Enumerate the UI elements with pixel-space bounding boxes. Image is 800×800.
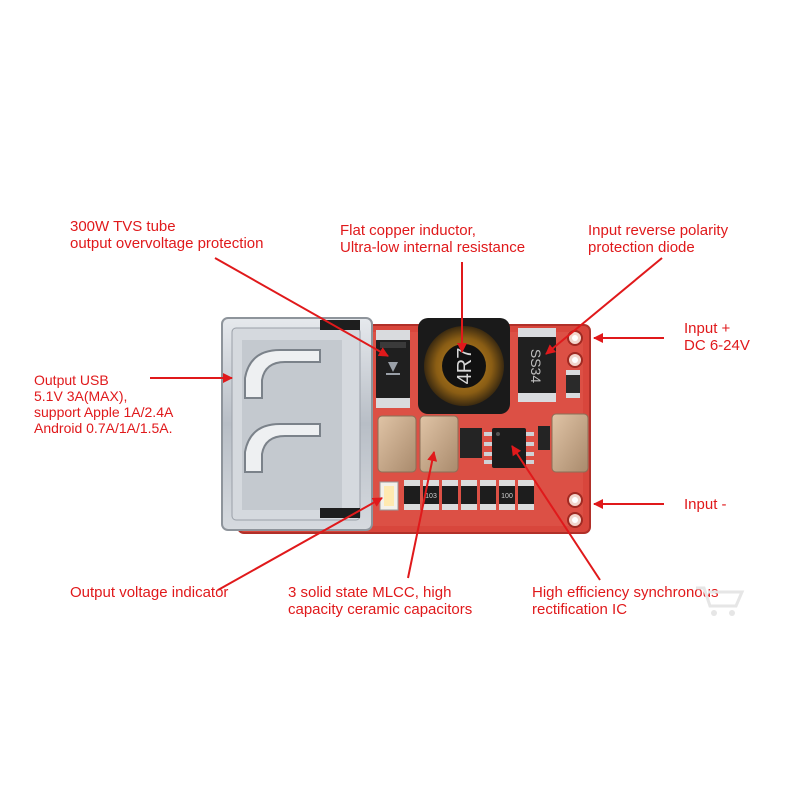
smd-pad [461,480,477,486]
label-input-neg: Input - [684,496,727,513]
arrow-tvs [214,257,389,357]
label-usb-line1: Output USB [34,372,109,388]
smd-pad [499,504,515,510]
shopping-cart-icon [696,586,745,616]
label-diode-line2: protection diode [588,239,695,256]
smd-resistor [404,480,420,510]
label-mlcc: 3 solid state MLCC, high capacity cerami… [288,584,472,618]
sync-rectifier-ic [484,428,534,468]
smd-code: 100 [501,493,513,500]
smd-resistor [518,480,534,510]
smd-pad [404,504,420,510]
smd-pad [480,480,496,486]
usb-port [221,317,373,531]
label-ic: High efficiency synchronous rectificatio… [532,584,719,618]
smd-resistor [499,480,515,510]
label-input-pos-line1: Input + [684,320,731,337]
label-usb-line3: support Apple 1A/2.4A [34,404,174,420]
smd-pad [423,504,439,510]
smd-resistor [480,480,496,510]
label-mlcc-line1: 3 solid state MLCC, high [288,584,452,601]
smd-resistor [442,480,458,510]
label-inductor: Flat copper inductor, Ultra-low internal… [340,222,525,256]
label-ic-line1: High efficiency synchronous [532,584,719,601]
label-tvs-line1: 300W TVS tube [70,218,176,235]
label-diode: Input reverse polarity protection diode [588,222,728,256]
smd-pad [442,480,458,486]
indicator-led [379,481,399,511]
label-inductor-line2: Ultra-low internal resistance [340,239,526,256]
arrow-ic [511,445,601,581]
smd-pad [480,504,496,510]
smd-code: 103 [425,493,437,500]
smd-pad [423,480,439,486]
label-input-pos-line2: DC 6-24V [684,337,750,354]
label-indicator: Output voltage indicator [70,584,228,601]
label-indicator-line1: Output voltage indicator [70,584,229,601]
label-usb: Output USB 5.1V 3A(MAX), support Apple 1… [34,372,173,436]
arrow-diode [545,257,663,355]
label-inductor-line1: Flat copper inductor, [340,222,476,239]
input-pads [567,330,583,528]
smd-pad [499,480,515,486]
label-usb-line4: Android 0.7A/1A/1.5A. [34,420,173,436]
smd-pad [442,504,458,510]
smd-pad [404,480,420,486]
smd-pad [461,504,477,510]
label-input-neg-line1: Input - [684,496,727,513]
smd-pad [518,480,534,486]
label-tvs-line2: output overvoltage protection [70,235,264,252]
label-diode-line1: Input reverse polarity [588,222,729,239]
inductor: 4R7 [418,318,510,414]
inductor-code: 4R7 [454,348,476,385]
label-input-pos: Input + DC 6-24V [684,320,750,354]
arrow-indicator [217,497,383,591]
label-ic-line2: rectification IC [532,601,628,618]
label-tvs: 300W TVS tube output overvoltage protect… [70,218,263,252]
small-smd [566,370,580,398]
smd-pad [518,504,534,510]
diode-code: SS34 [528,349,544,383]
smd-resistor [461,480,477,510]
label-usb-line2: 5.1V 3A(MAX), [34,388,128,404]
arrow-mlcc [407,451,438,579]
label-mlcc-line2: capacity ceramic capacitors [288,601,473,618]
